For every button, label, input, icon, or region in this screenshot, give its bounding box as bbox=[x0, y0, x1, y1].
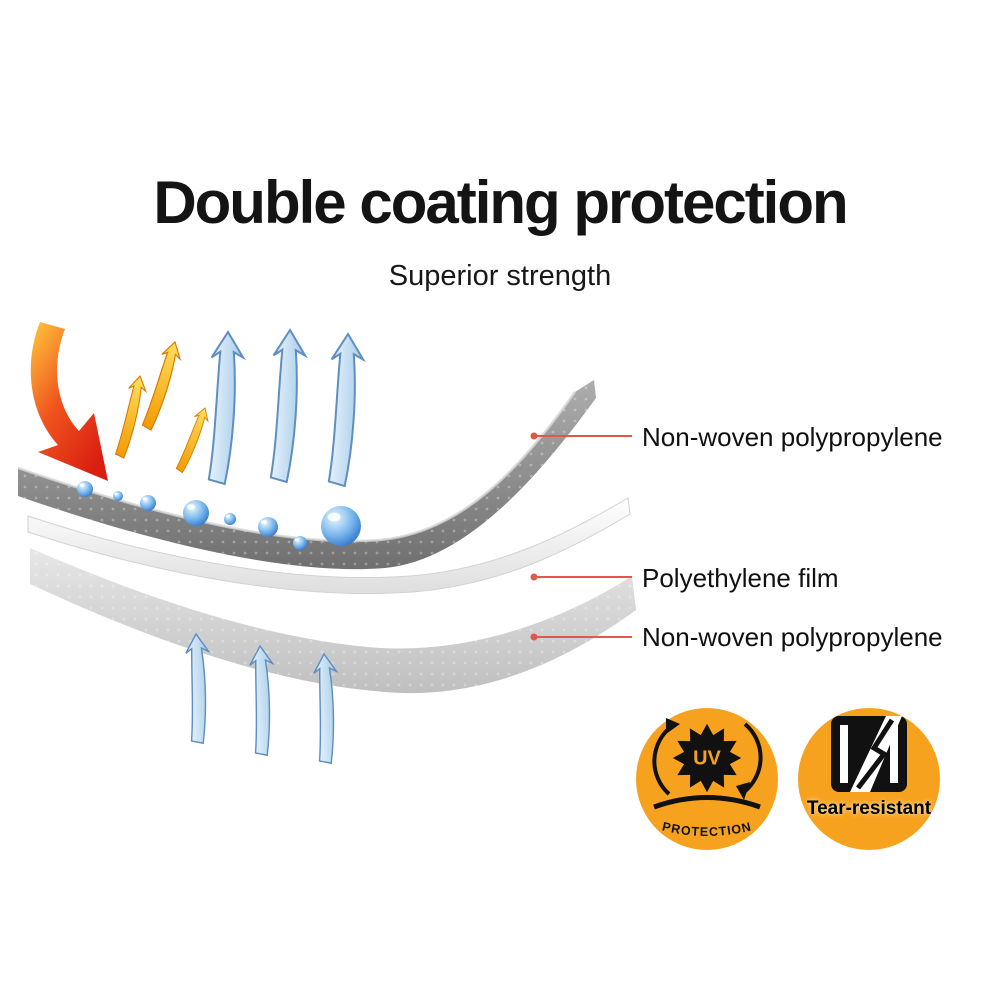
water-droplet-icon bbox=[77, 481, 93, 497]
heat-reflection-arrows bbox=[30, 322, 213, 481]
heat-arrow-icon bbox=[140, 338, 185, 433]
heat-arrow-icon bbox=[174, 405, 213, 476]
rotation-arrowhead bbox=[666, 718, 680, 734]
tear-resistant-badge: Tear-resistant bbox=[798, 708, 940, 850]
ground-arc bbox=[653, 795, 761, 810]
water-droplet-icon bbox=[293, 536, 307, 550]
uv-sun-icon: UV bbox=[672, 723, 742, 793]
callout-label-bottom-layer: Non-woven polypropylene bbox=[642, 622, 943, 652]
tear-square-icon bbox=[831, 716, 907, 792]
callout-label-top-layer: Non-woven polypropylene bbox=[642, 422, 943, 452]
breathability-arrows-top bbox=[206, 328, 365, 488]
airflow-arrow-icon bbox=[206, 330, 245, 486]
uv-protection-badge: UV PROTECTION bbox=[636, 708, 778, 850]
layer-pe-film bbox=[27, 497, 631, 594]
page-title: Double coating protection bbox=[153, 169, 848, 236]
water-droplet-icon bbox=[224, 513, 236, 525]
water-droplet-icon bbox=[113, 491, 123, 501]
water-droplets bbox=[77, 481, 361, 550]
layer-top-sheet bbox=[17, 380, 596, 570]
heat-arrow-icon bbox=[113, 373, 150, 461]
callout-label-pe-film: Polyethylene film bbox=[642, 563, 839, 593]
airflow-arrow-icon bbox=[326, 332, 365, 488]
layer-bottom-sheet bbox=[30, 548, 636, 694]
water-droplet-icon bbox=[258, 517, 278, 537]
tear-resistant-label: Tear-resistant bbox=[806, 798, 932, 819]
rotation-arrows-icon bbox=[652, 722, 763, 796]
uv-label: UV bbox=[693, 748, 721, 770]
water-droplet-icon bbox=[140, 495, 156, 511]
water-droplet-icon bbox=[183, 500, 209, 526]
water-droplet-icon bbox=[321, 506, 361, 546]
rotation-arrowhead bbox=[736, 782, 750, 800]
heat-arrow-icon bbox=[30, 322, 109, 481]
callout-leader-lines bbox=[530, 432, 632, 641]
page-subtitle: Superior strength bbox=[388, 260, 612, 292]
uv-protection-text: PROTECTION bbox=[661, 819, 753, 839]
airflow-arrow-icon bbox=[268, 328, 307, 484]
